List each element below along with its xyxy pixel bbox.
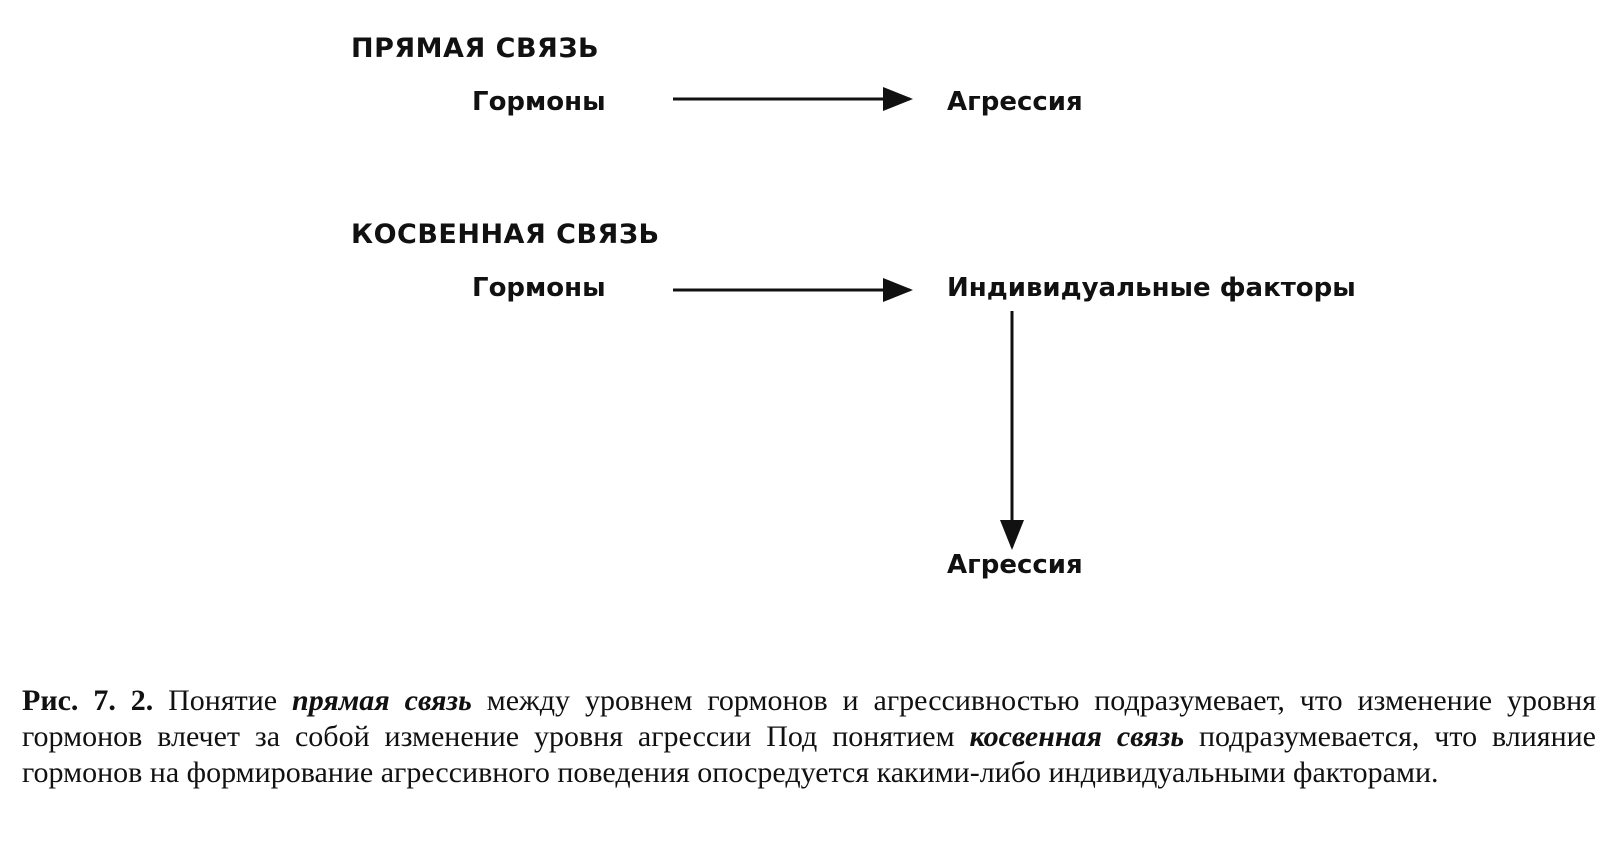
indirect-link-title: КОСВЕННАЯ СВЯЗЬ bbox=[351, 219, 660, 250]
caption-text-part-1: Понятие bbox=[153, 684, 293, 717]
direct-link-title: ПРЯМАЯ СВЯЗЬ bbox=[351, 33, 600, 64]
caption-text-part-2: между уровнем гормонов и агрессивностью … bbox=[22, 684, 1596, 753]
direct-source-node: Гормоны bbox=[472, 87, 606, 117]
indirect-target-node: Агрессия bbox=[947, 550, 1083, 580]
indirect-mediator-node: Индивидуальные факторы bbox=[947, 273, 1356, 303]
term-indirect-link: косвенная связь bbox=[969, 720, 1185, 753]
direct-target-node: Агрессия bbox=[947, 87, 1083, 117]
term-direct-link: прямая связь bbox=[292, 684, 472, 717]
figure-label: Рис. 7. 2. bbox=[22, 684, 154, 717]
figure-caption: Рис. 7. 2. Понятие прямая связь между ур… bbox=[22, 683, 1596, 791]
indirect-source-node: Гормоны bbox=[472, 273, 606, 303]
caption-text-part-3: подразумевается, что влияние гормонов на… bbox=[22, 720, 1597, 789]
